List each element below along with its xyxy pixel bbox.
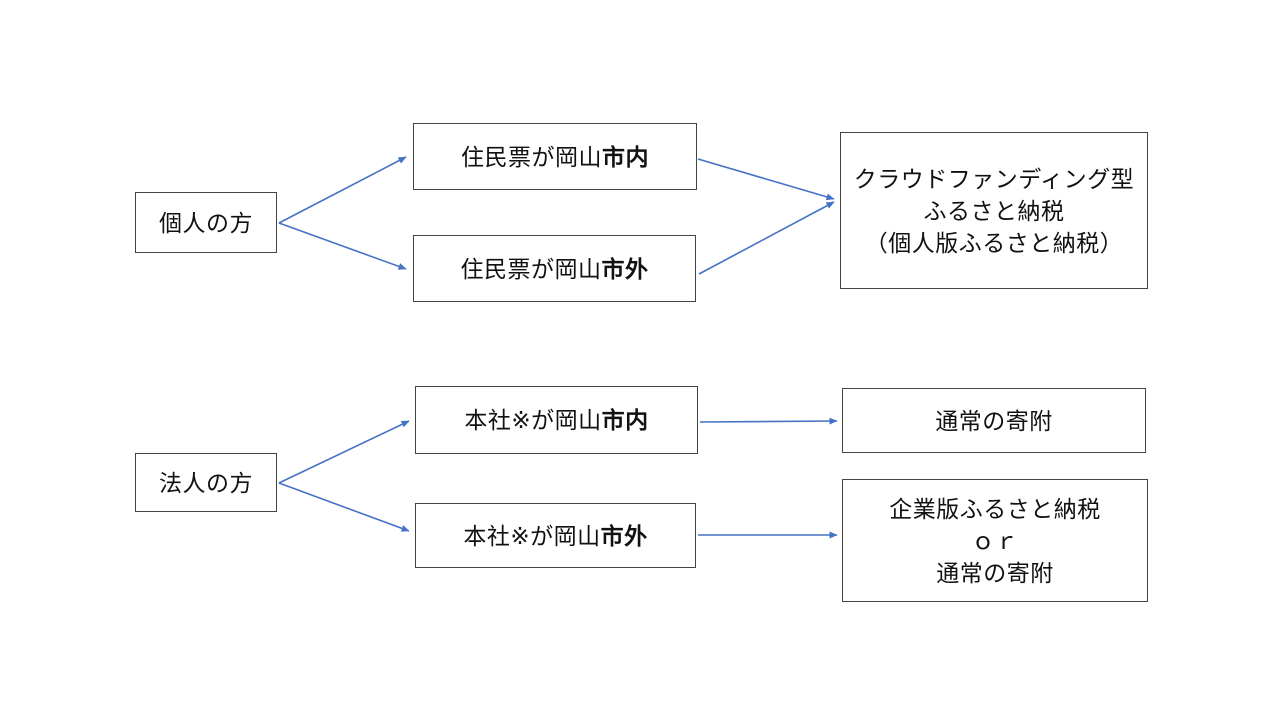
connector-corporate-to-hq-outside <box>278 482 410 532</box>
node-hq-outside-label-bold: 市外 <box>600 522 648 549</box>
node-hq-outside-label: 本社※が岡山市外 <box>463 520 647 552</box>
node-individual: 個人の方 <box>135 192 277 253</box>
node-resident-outside: 住民票が岡山市外 <box>413 235 696 302</box>
node-corporate-tax-line-1: 企業版ふるさと納税 <box>889 495 1101 522</box>
node-resident-inside: 住民票が岡山市内 <box>413 123 697 190</box>
node-crowdfunding-line-3: （個人版ふるさと納税） <box>864 229 1124 256</box>
node-corporate-furusato-or-donation: 企業版ふるさと納税 ｏｒ 通常の寄附 <box>842 479 1148 602</box>
node-hq-inside-label-prefix: 本社※が岡山 <box>464 407 602 433</box>
node-hq-inside: 本社※が岡山市内 <box>415 386 698 454</box>
node-hq-outside-label-prefix: 本社※が岡山 <box>463 522 601 549</box>
node-hq-inside-label-bold: 市内 <box>601 407 649 433</box>
node-crowdfunding-line-1: クラウドファンディング型 <box>853 165 1135 192</box>
node-resident-outside-label: 住民票が岡山市外 <box>461 253 649 285</box>
node-resident-outside-label-prefix: 住民票が岡山 <box>460 255 602 282</box>
node-hq-inside-label: 本社※が岡山市内 <box>464 404 648 436</box>
node-corporate-tax-line-3: 通常の寄附 <box>936 559 1054 586</box>
connector-resident-outside-to-crowdfunding <box>698 201 835 275</box>
node-normal-donation-label: 通常の寄附 <box>935 407 1053 434</box>
node-individual-label: 個人の方 <box>159 209 253 236</box>
node-crowdfunding-furusato: クラウドファンディング型 ふるさと納税 （個人版ふるさと納税） <box>840 132 1148 289</box>
connector-individual-to-resident-outside <box>278 222 407 270</box>
connector-corporate-to-hq-inside <box>278 420 410 484</box>
node-normal-donation: 通常の寄附 <box>842 388 1146 453</box>
node-corporate-tax-line-2: ｏｒ <box>971 527 1019 554</box>
node-corporate-label: 法人の方 <box>159 469 253 496</box>
node-resident-outside-label-bold: 市外 <box>601 255 649 282</box>
node-crowdfunding-line-2: ふるさと納税 <box>923 197 1065 224</box>
connector-resident-inside-to-crowdfunding <box>697 158 835 201</box>
node-corporate: 法人の方 <box>135 453 277 512</box>
connector-hq-inside-to-normal-donation <box>699 417 838 425</box>
node-hq-outside: 本社※が岡山市外 <box>415 503 696 568</box>
node-resident-inside-label-prefix: 住民票が岡山 <box>461 143 602 170</box>
node-resident-inside-label-bold: 市内 <box>602 143 649 170</box>
node-resident-inside-label: 住民票が岡山市内 <box>461 141 649 173</box>
connector-individual-to-resident-inside <box>278 156 407 224</box>
